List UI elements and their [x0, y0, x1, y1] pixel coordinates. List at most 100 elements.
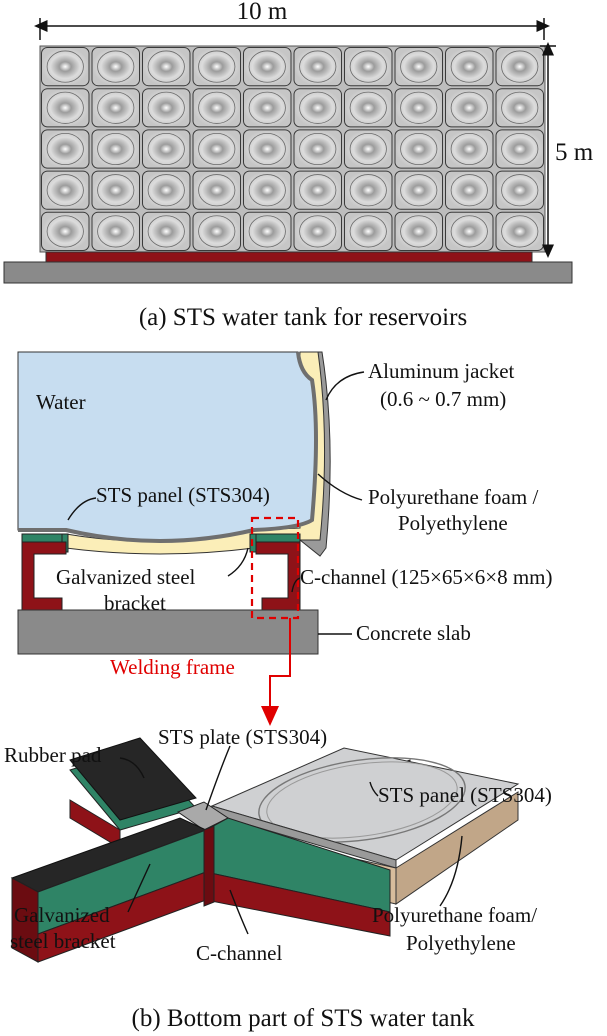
rubber-pad-label: Rubber pad [4, 743, 102, 767]
sts-plate-label: STS plate (STS304) [158, 725, 327, 749]
tank-panel-cell [293, 88, 342, 128]
tank-panel-cell [91, 170, 140, 210]
tank-panel-cell [344, 47, 393, 87]
tank-panel-dome [299, 91, 337, 124]
tank-panel-dome [147, 132, 185, 166]
tank-panel-cell [142, 47, 191, 87]
tank-panel-dome [349, 132, 387, 166]
tank-panel-dome [248, 132, 286, 166]
tank-panel-cell [41, 211, 90, 252]
tank-panel-cell [41, 47, 90, 87]
sts-panel-3d-label: STS panel (STS304) [378, 783, 552, 807]
tank-panel-dome [400, 50, 438, 83]
tank-panel-dome [97, 50, 135, 83]
leader-bracket [227, 547, 249, 577]
tank-panel-cell [192, 129, 241, 169]
caption-a: (a) STS water tank for reservoirs [139, 304, 467, 331]
tank-panel-dome [299, 132, 337, 166]
water-label: Water [36, 390, 86, 414]
leader-c-channel-3d [229, 889, 249, 935]
tank-panel-dome [349, 215, 387, 248]
c-channel-right [255, 541, 301, 611]
tank-panel-cell [243, 47, 292, 87]
caption-b: (b) Bottom part of STS water tank [132, 1005, 475, 1032]
c-channel-front-end [11, 877, 39, 963]
tank-panel-cell [192, 170, 241, 210]
tank-grid [41, 47, 544, 252]
panel-b-section: Water Welding frame Aluminum jacket (0.6… [17, 351, 552, 726]
tank-panel-cell [192, 88, 241, 128]
welding-frame-label: Welding frame [110, 655, 235, 679]
tank-panel-dome [147, 215, 185, 248]
tank-panel-dome [248, 215, 286, 248]
tank-panel-dome [501, 50, 539, 83]
tank-panel-cell [495, 47, 544, 87]
tank-panel-cell [41, 170, 90, 210]
leader-sts-panel-3d [369, 781, 379, 797]
tank-panel-cell [243, 211, 292, 252]
tank-panel-cell [41, 129, 90, 169]
tank-panel-cell [142, 211, 191, 252]
tank-panel-dome [46, 132, 84, 166]
tank-panel-cell [445, 88, 494, 128]
tank-panel-dome [248, 91, 286, 124]
tank-panel-dome [400, 174, 438, 207]
tank-panel-dome [349, 174, 387, 207]
tank-panel-dome [400, 132, 438, 166]
welding-frame-arrow [261, 618, 291, 726]
tank-panel-dome [198, 91, 236, 124]
width-label: 10 m [237, 0, 288, 25]
aluminum-jacket-label: Aluminum jacket [368, 359, 515, 383]
tank-panel-cell [344, 129, 393, 169]
leader-bracket-3d [127, 863, 151, 913]
height-label: 5 m [555, 139, 594, 166]
water-region [17, 351, 317, 542]
tank-panel-dome [97, 215, 135, 248]
sts-panel-label: STS panel (STS304) [96, 483, 270, 507]
tank-panel-cell [243, 170, 292, 210]
tank-panel-cell [394, 170, 443, 210]
rubber-pad-back [69, 737, 197, 821]
foam-3d-label-line1: Polyurethane foam/ [372, 903, 537, 927]
tank-base-channel [45, 251, 533, 263]
tank-panel-cell [41, 88, 90, 128]
c-channel-label: C-channel (125×65×6×8 mm) [300, 565, 552, 589]
tank-panel-cell [293, 129, 342, 169]
tank-panel-dome [450, 50, 488, 83]
tank-panel-cell [394, 211, 443, 252]
aluminum-jacket-thickness: (0.6 ~ 0.7 mm) [380, 387, 506, 411]
slab-label: Concrete slab [356, 621, 471, 645]
bracket-label-line2: bracket [104, 591, 166, 615]
tank-panel-cell [495, 170, 544, 210]
ground-slab [3, 261, 573, 284]
tank-panel-cell [394, 47, 443, 87]
foam-label-line2: Polyethylene [398, 511, 508, 535]
bracket-label-line1: Galvanized steel [56, 565, 196, 589]
tank-panel-dome [46, 91, 84, 124]
tank-panel-dome [450, 174, 488, 207]
tank-panel-cell [495, 88, 544, 128]
tank-panel-dome [248, 50, 286, 83]
tank-panel-cell [293, 211, 342, 252]
leader-sts-plate [205, 745, 231, 811]
tank-panel-cell [91, 47, 140, 87]
sts-panel [18, 351, 318, 543]
tank-panel-dome [198, 50, 236, 83]
tank-panel-dome [501, 174, 539, 207]
tank-panel-cell [344, 88, 393, 128]
foam-label-line1: Polyurethane foam / [368, 485, 538, 509]
sts-panel-circle [258, 757, 466, 843]
tank-panel-cell [293, 47, 342, 87]
leader-aluminum [325, 371, 365, 401]
tank-panel-dome [501, 91, 539, 124]
bracket-left [21, 533, 67, 543]
c-channel-3d-label: C-channel [196, 941, 282, 965]
tank-panel-cell [91, 129, 140, 169]
tank-panel-dome [198, 174, 236, 207]
tank-panel-cell [495, 129, 544, 169]
tank-panel-dome [349, 50, 387, 83]
tank-panel-dome [450, 215, 488, 248]
tank-panel-cell [495, 211, 544, 252]
tank-panel-cell [445, 47, 494, 87]
